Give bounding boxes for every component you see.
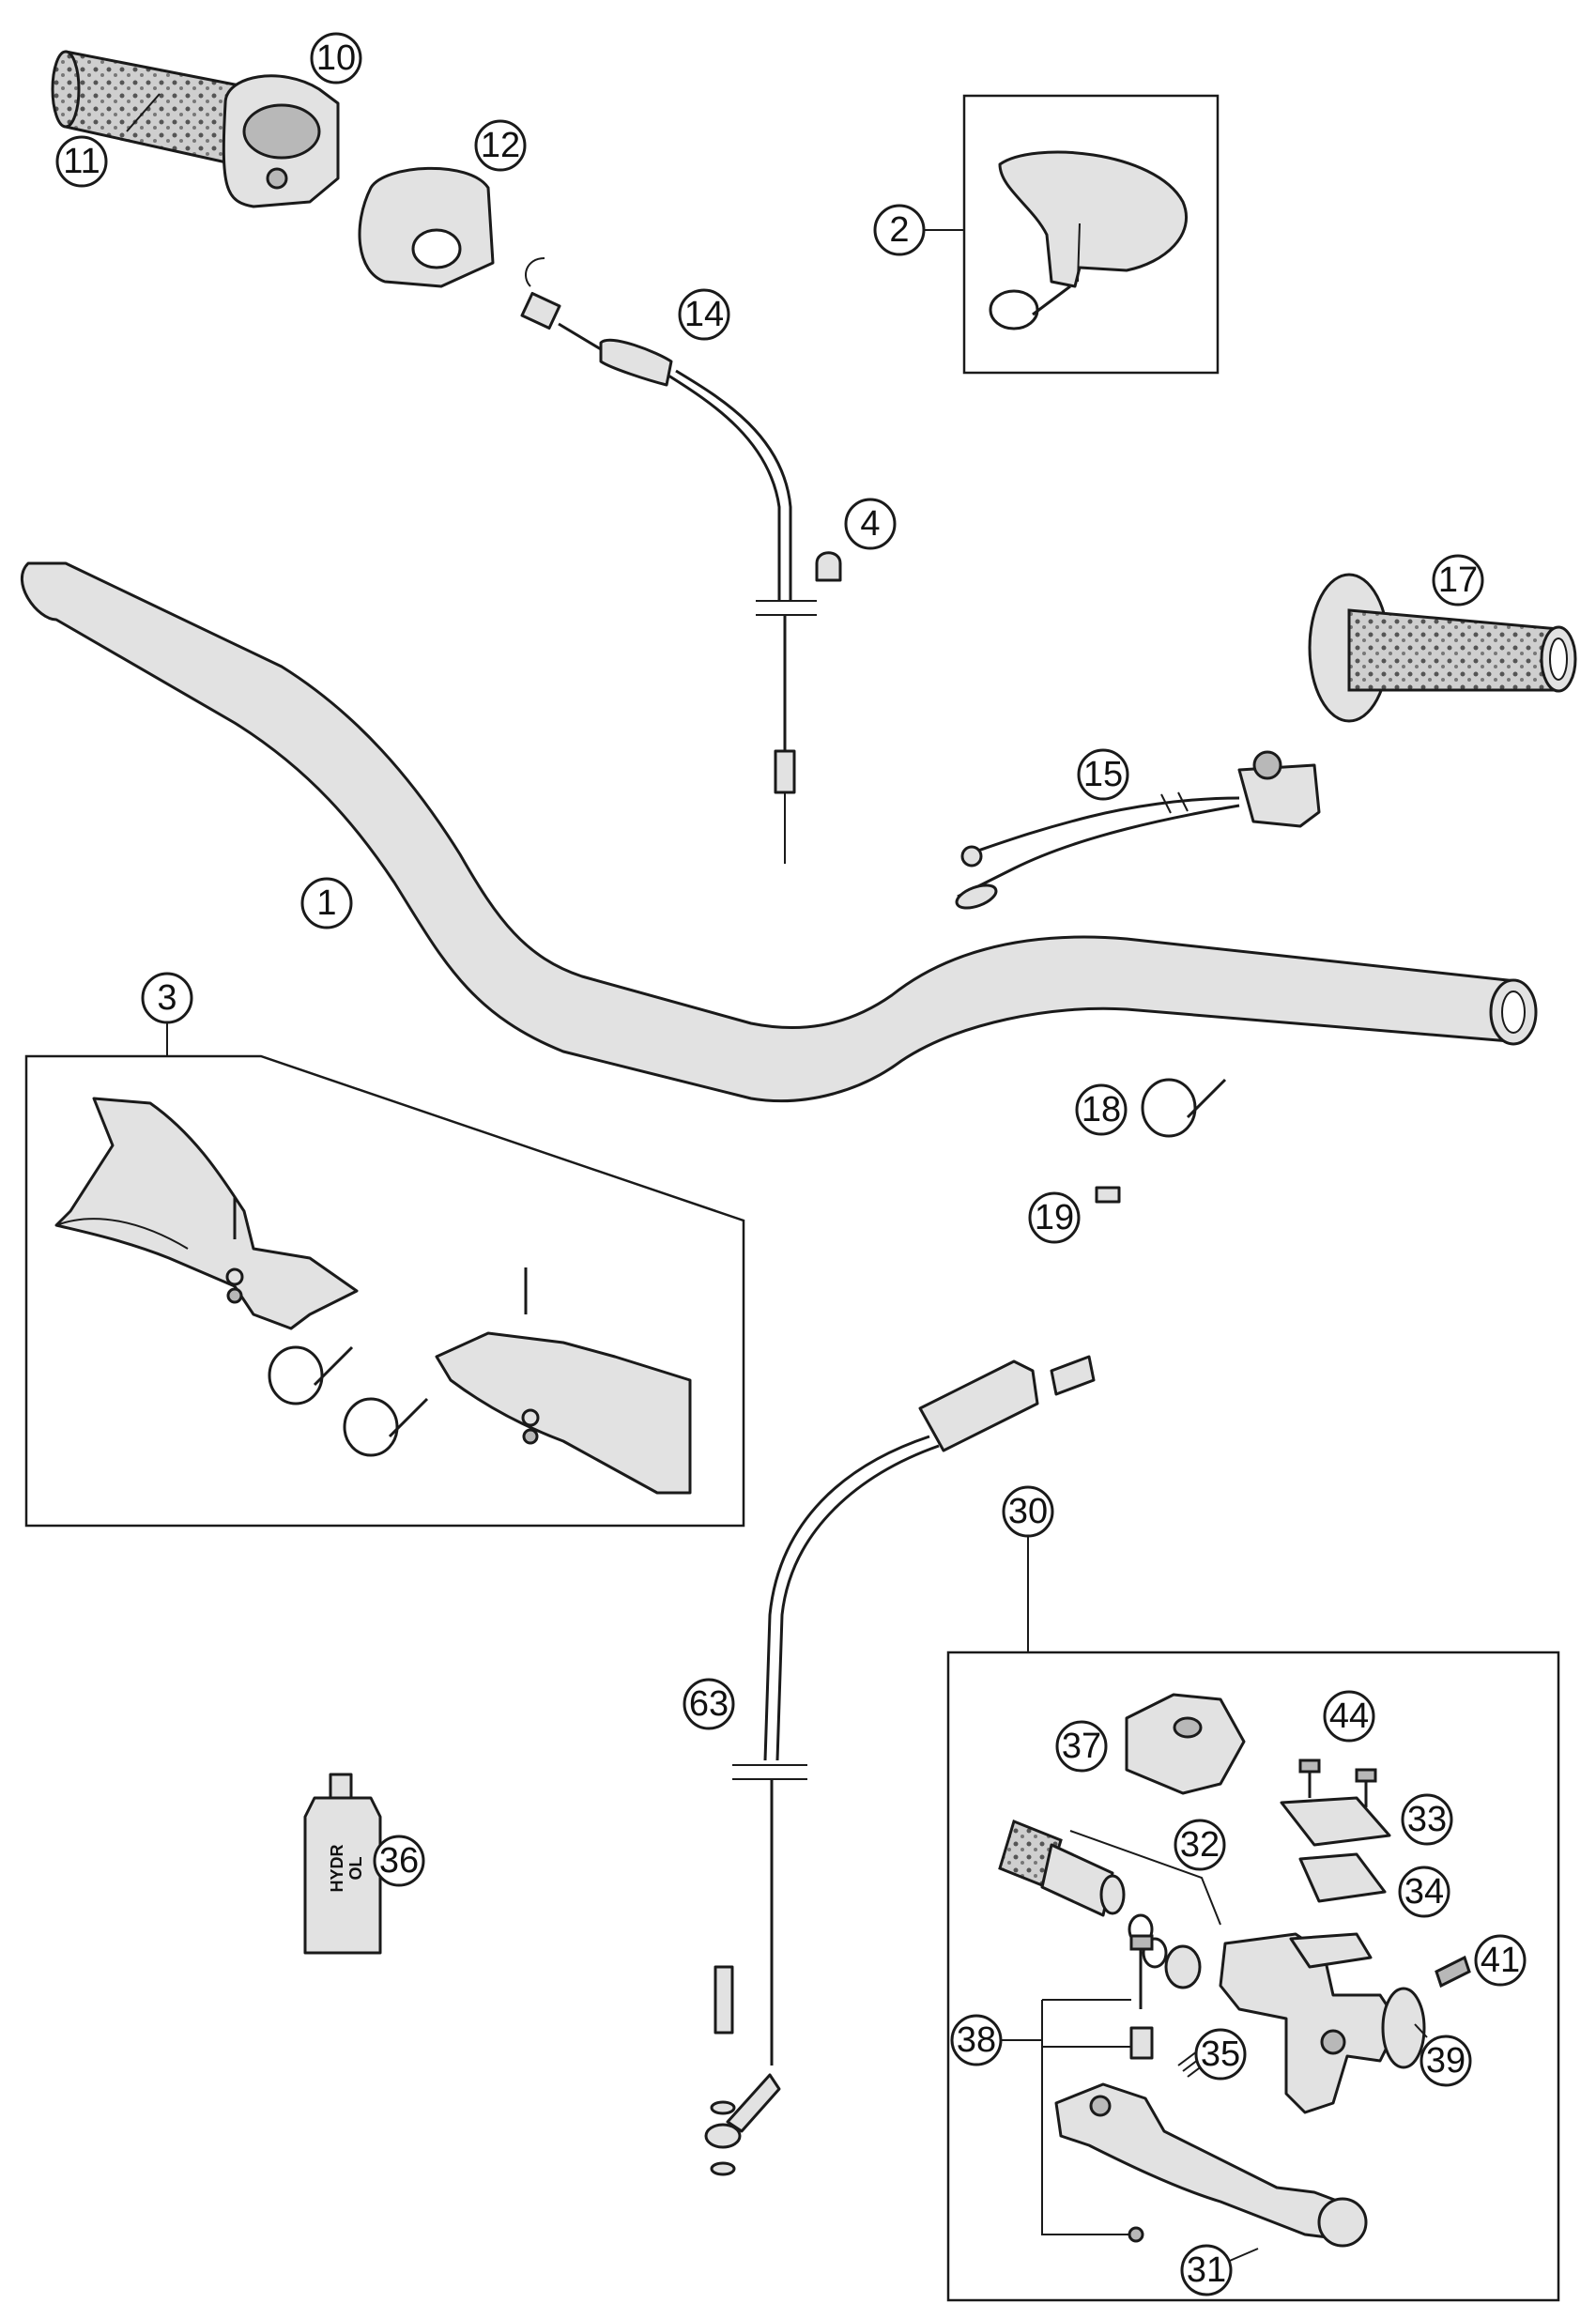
svg-text:34: 34 [1404, 1872, 1444, 1912]
svg-text:36: 36 [379, 1841, 419, 1881]
callout-32: 32 [1174, 1819, 1226, 1871]
master-cylinder-kit [946, 1651, 1560, 2302]
callout-38: 38 [950, 2014, 1003, 2066]
svg-text:31: 31 [1187, 2250, 1226, 2290]
svg-text:4: 4 [860, 504, 880, 544]
callout-36: 36 [373, 1835, 425, 1887]
svg-text:12: 12 [481, 126, 520, 165]
callout-34: 34 [1398, 1866, 1450, 1918]
callout-35: 35 [1194, 2028, 1247, 2081]
throttle-housing [222, 74, 340, 208]
callout-12: 12 [474, 119, 527, 172]
bottle-label-line2: OL [346, 1856, 365, 1880]
callout-19: 19 [1028, 1191, 1081, 1244]
svg-text:19: 19 [1035, 1198, 1074, 1237]
callout-2: 2 [873, 204, 926, 256]
svg-text:17: 17 [1438, 561, 1478, 600]
svg-text:39: 39 [1426, 2041, 1466, 2081]
callout-17: 17 [1432, 554, 1484, 607]
brake-hose [704, 1355, 1096, 2176]
cap-nut [815, 551, 842, 582]
callout-1: 1 [300, 877, 353, 929]
kill-switch [955, 750, 1321, 910]
callout-4: 4 [844, 498, 897, 550]
callout-3: 3 [141, 972, 193, 1024]
svg-text:35: 35 [1201, 2035, 1240, 2074]
oil-bottle: HYDR OL [303, 1773, 382, 1955]
callout-39: 39 [1420, 2035, 1472, 2087]
svg-text:41: 41 [1481, 1941, 1520, 1980]
throttle-cable [520, 257, 817, 864]
callout-14: 14 [678, 288, 730, 341]
svg-text:37: 37 [1062, 1727, 1101, 1766]
callout-18: 18 [1075, 1083, 1128, 1136]
svg-text:15: 15 [1083, 755, 1123, 794]
bottle-label-line1: HYDR [328, 1844, 346, 1892]
small-nut [1095, 1186, 1121, 1204]
svg-text:2: 2 [889, 210, 909, 250]
svg-text:18: 18 [1082, 1090, 1121, 1129]
callout-41: 41 [1474, 1934, 1527, 1987]
svg-text:10: 10 [316, 38, 356, 78]
svg-text:44: 44 [1329, 1697, 1369, 1736]
cable-tie [1141, 1078, 1227, 1138]
left-grip [1308, 573, 1577, 723]
throttle-cover [358, 166, 495, 288]
callout-33: 33 [1401, 1793, 1453, 1846]
hand-guard-kit [24, 1054, 745, 1528]
svg-text:3: 3 [157, 978, 176, 1018]
callout-63: 63 [683, 1678, 735, 1730]
callout-44: 44 [1323, 1690, 1375, 1743]
svg-text:33: 33 [1407, 1800, 1447, 1839]
callout-37: 37 [1055, 1720, 1108, 1773]
callout-30: 30 [1002, 1485, 1054, 1538]
cover-kit [962, 94, 1220, 375]
leader-lines [126, 93, 1428, 2264]
callout-15: 15 [1077, 748, 1129, 801]
svg-text:30: 30 [1008, 1492, 1048, 1531]
callout-31: 31 [1180, 2244, 1233, 2296]
svg-text:1: 1 [316, 883, 336, 923]
svg-text:63: 63 [689, 1684, 729, 1724]
callout-11: 11 [55, 135, 108, 188]
svg-text:11: 11 [63, 142, 100, 181]
handlebar [21, 561, 1538, 1103]
throttle-grip [51, 50, 237, 166]
svg-text:14: 14 [684, 295, 724, 334]
svg-text:32: 32 [1180, 1825, 1220, 1865]
svg-text:38: 38 [957, 2020, 996, 2060]
callout-10: 10 [310, 32, 362, 84]
